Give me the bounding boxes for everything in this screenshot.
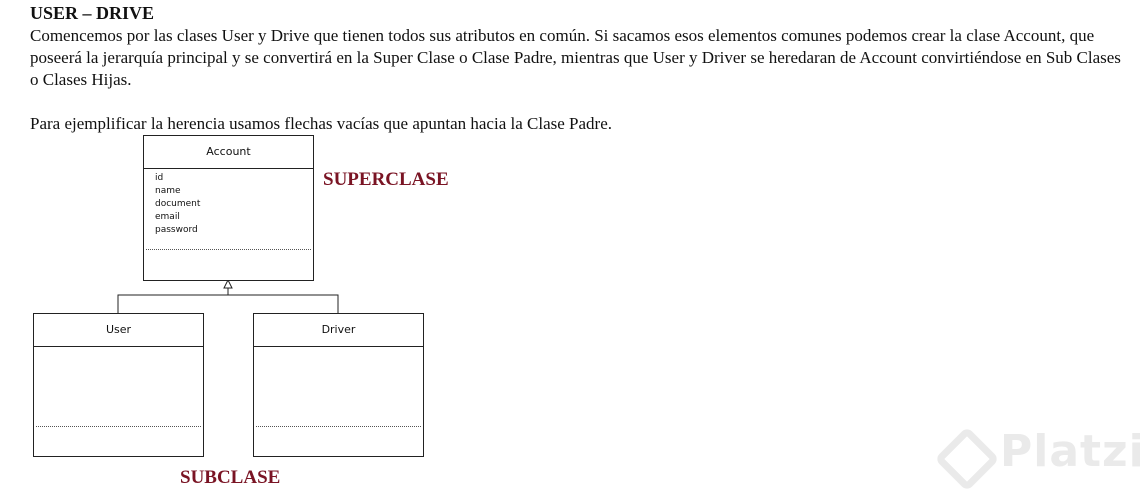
connector-user: [117, 284, 229, 313]
attribute-item: document: [155, 199, 201, 209]
methods-divider: [36, 426, 201, 427]
class-name-driver: Driver: [254, 314, 423, 347]
connector-driver: [228, 294, 339, 313]
class-name-user: User: [34, 314, 203, 347]
methods-divider: [146, 249, 311, 250]
page-heading: USER – DRIVE: [30, 3, 155, 23]
class-name-account: Account: [144, 136, 313, 169]
attribute-item: id: [155, 173, 164, 183]
superclass-label: SUPERCLASE: [323, 169, 449, 190]
attribute-item: name: [155, 186, 181, 196]
methods-divider: [256, 426, 421, 427]
class-box-account: Account id name document email password: [143, 135, 314, 281]
platzi-watermark: Platzi: [1000, 426, 1140, 477]
class-box-driver: Driver: [253, 313, 424, 457]
attribute-item: email: [155, 212, 180, 222]
subclass-label: SUBCLASE: [180, 467, 281, 488]
inheritance-arrow-icon: [223, 278, 233, 289]
intro-paragraph: Comencemos por las clases User y Drive q…: [30, 26, 1121, 89]
class-box-user: User: [33, 313, 204, 457]
inheritance-paragraph: Para ejemplificar la herencia usamos fle…: [30, 114, 612, 133]
attribute-list: id name document email password: [144, 169, 313, 237]
attribute-item: password: [155, 225, 198, 235]
